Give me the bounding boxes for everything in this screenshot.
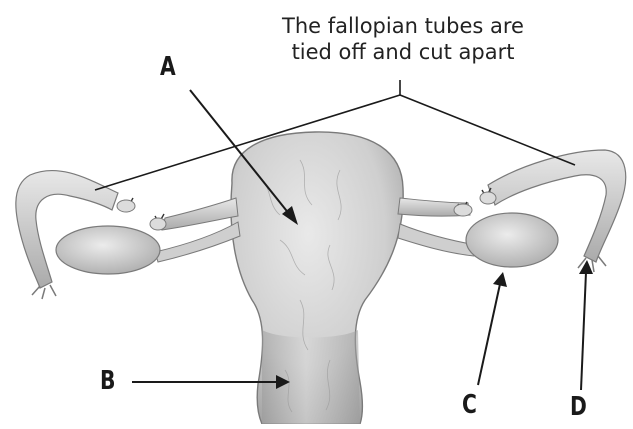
label-d: D [570,392,587,422]
right-cut-end-outer [480,192,496,204]
arrow-c [478,272,507,385]
label-c: C [462,390,477,420]
left-ovary [56,226,160,274]
left-tube-stub [162,198,238,230]
right-ligament [398,224,476,256]
caption-line-1: The fallopian tubes are [238,14,568,38]
caption-line-2: tied off and cut apart [238,40,568,64]
right-cut-end-inner [454,204,472,216]
left-fimbriae [32,285,56,299]
label-a: A [160,52,176,82]
left-cut-end-outer [117,200,135,212]
left-cut-end-inner [150,218,166,230]
label-b: B [100,366,115,396]
right-ovary [466,213,558,267]
arrow-d [579,260,593,390]
